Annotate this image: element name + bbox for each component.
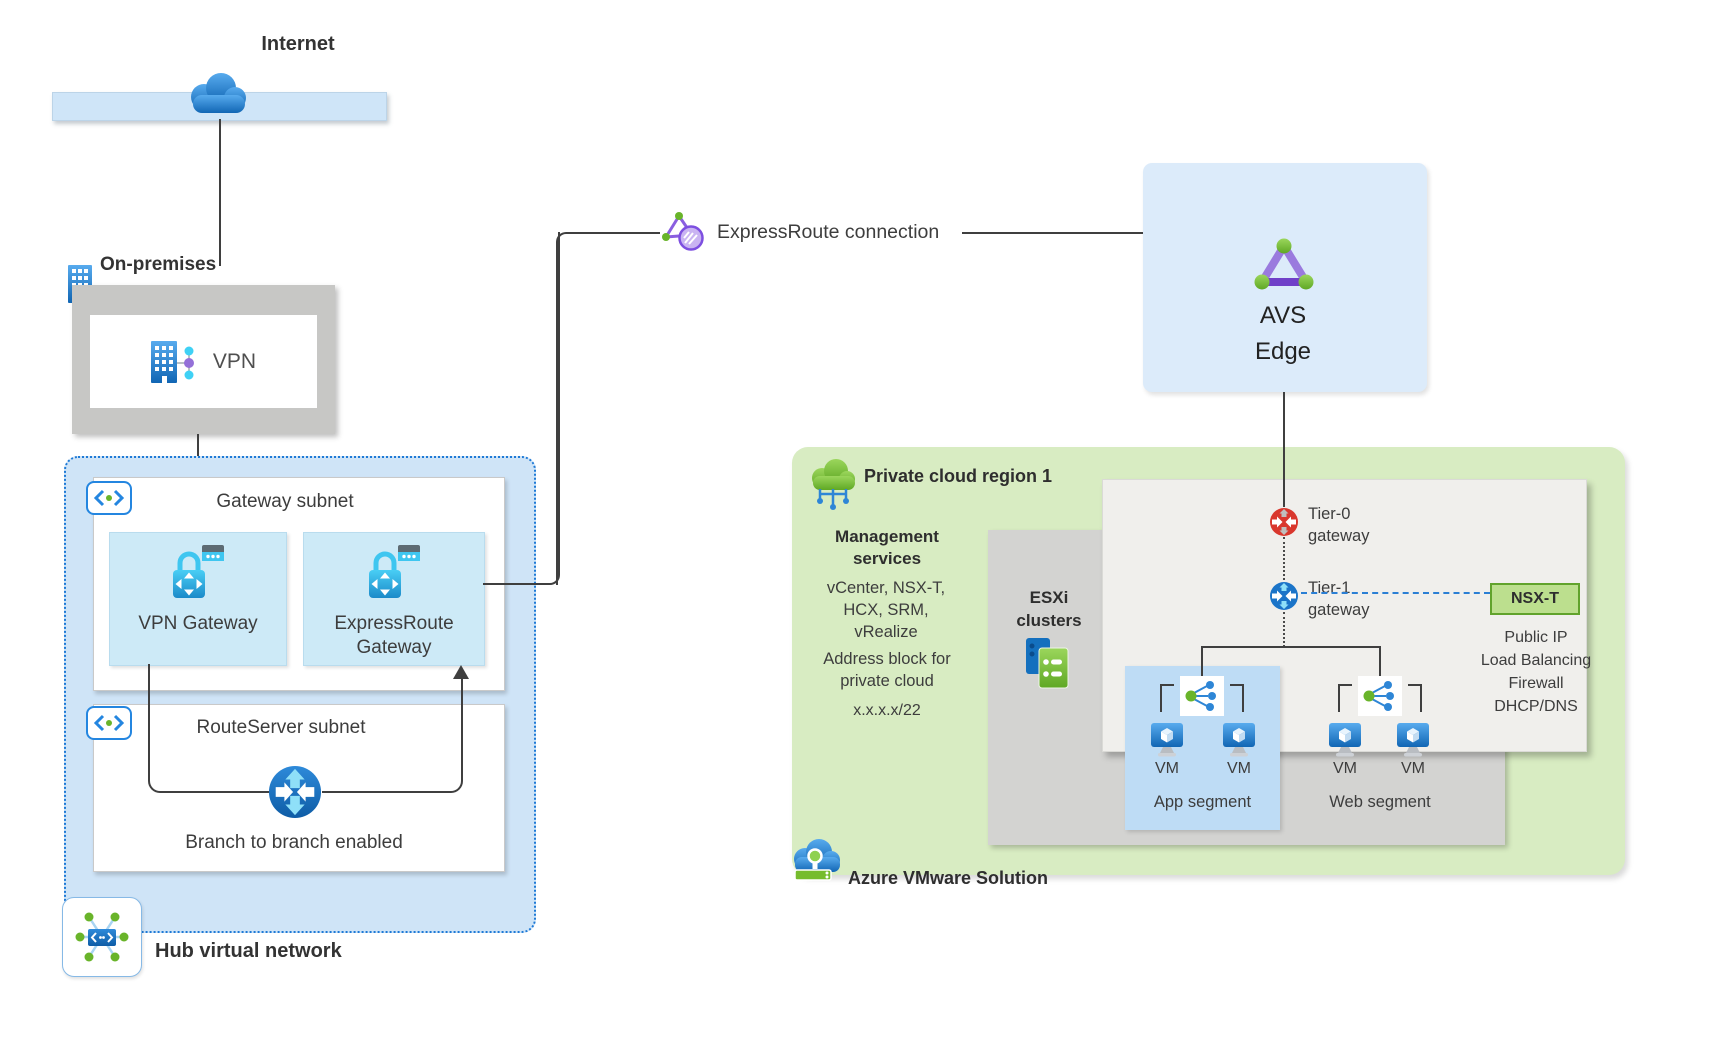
connector-internet-onprem: [219, 119, 221, 266]
nsxt-service-item: Load Balancing: [1480, 652, 1592, 669]
vm-icon: [1223, 723, 1255, 757]
segment-icon: [1358, 676, 1402, 716]
avs-edge-box: [1143, 163, 1427, 392]
connector-avs-tier0: [1283, 392, 1285, 507]
virtual-network-icon: [75, 912, 129, 962]
connector-vpngw-routeserver: [148, 664, 271, 793]
connector-routeserver-ergw: [322, 678, 463, 793]
vm-icon: [1397, 723, 1429, 757]
connector-tier1-nsxt: [1301, 592, 1490, 594]
address-block-label: Address block for private cloud: [823, 650, 951, 690]
connector-web-segment: [1379, 646, 1381, 678]
vpn-site-icon: [150, 340, 194, 383]
management-services-label: Management services: [835, 527, 939, 568]
segment-bracket-icon: [1160, 684, 1174, 712]
segment-bracket-icon: [1408, 684, 1422, 712]
nsxt-service-item: Public IP: [1504, 629, 1568, 646]
nsxt-service-item: DHCP/DNS: [1494, 698, 1578, 715]
onprem-vpn-card: VPN: [90, 315, 317, 408]
connector-tier1-segments: [1283, 612, 1285, 647]
nsxt-service-item: Firewall: [1508, 675, 1564, 692]
subnet-icon: [86, 706, 132, 740]
route-server-icon: [268, 765, 322, 819]
expressroute-gateway-icon: [369, 545, 420, 598]
tier1-gateway-label: Tier-1 gateway: [1308, 579, 1370, 619]
connector-segments-horizontal: [1201, 646, 1381, 648]
gateway-subnet-label: Gateway subnet: [216, 491, 354, 512]
private-cloud-label: Private cloud region 1: [864, 466, 1053, 486]
tier0-gateway-icon: [1270, 508, 1298, 536]
avs-edge-label: AVS Edge: [1254, 302, 1312, 365]
internet-label: Internet: [261, 33, 335, 55]
private-cloud-icon: [812, 459, 855, 510]
esxi-clusters-label: ESXi clusters: [1016, 588, 1082, 630]
expressroute-connection-label: ExpressRoute connection: [717, 221, 940, 243]
nsxt-services: Public IP Load Balancing Firewall DHCP/D…: [1460, 626, 1612, 718]
nsxt-box: NSX-T: [1490, 583, 1580, 615]
segment-bracket-icon: [1338, 684, 1352, 712]
web-segment-label: Web segment: [1329, 793, 1431, 811]
management-tools-label: vCenter, NSX-T, HCX, SRM, vRealize: [826, 579, 946, 641]
expressroute-gateway-box: ExpressRoute Gateway: [303, 532, 485, 666]
vpn-gateway-label: VPN Gateway: [138, 613, 258, 634]
branch-to-branch-label: Branch to branch enabled: [185, 832, 403, 853]
expressroute-icon: [662, 212, 704, 251]
tier1-gateway-icon: [1270, 582, 1298, 610]
hub-vnet-label: Hub virtual network: [155, 940, 342, 962]
vpn-gateway-icon: [173, 545, 224, 598]
avs-edge-icon: [1254, 238, 1314, 290]
onprem-label: On-premises: [100, 254, 217, 275]
hub-vnet-badge: [62, 897, 142, 977]
connector-er-top: [556, 232, 660, 585]
tier0-gateway-label: Tier-0 gateway: [1308, 505, 1370, 545]
connector-er-to-gateway: [483, 232, 560, 585]
avs-footer-label: Azure VMware Solution: [848, 868, 1049, 888]
esxi-icon: [1026, 638, 1069, 689]
connector-er-to-avs: [962, 232, 1143, 234]
avs-cloud-icon: [794, 839, 840, 881]
segment-bracket-icon: [1230, 684, 1244, 712]
cidr-label: x.x.x.x/22: [853, 702, 921, 719]
vpn-gateway-box: VPN Gateway: [109, 532, 287, 666]
internet-cloud-icon: [191, 73, 246, 113]
vm-label: VM: [1227, 760, 1251, 777]
connector-app-segment: [1201, 646, 1203, 678]
connector-tier0-tier1: [1283, 537, 1285, 580]
onprem-vpn-label: VPN: [212, 349, 257, 373]
vm-icon: [1329, 723, 1361, 757]
subnet-icon: [86, 481, 132, 515]
expressroute-gateway-label: ExpressRoute Gateway: [334, 613, 454, 658]
routeserver-subnet-label: RouteServer subnet: [196, 717, 366, 738]
app-segment-label: App segment: [1153, 793, 1252, 811]
vm-label: VM: [1333, 760, 1357, 777]
segment-icon: [1180, 676, 1224, 716]
arrowhead-up-icon: [453, 665, 469, 679]
vm-label: VM: [1401, 760, 1425, 777]
vm-icon: [1151, 723, 1183, 757]
vm-label: VM: [1155, 760, 1179, 777]
